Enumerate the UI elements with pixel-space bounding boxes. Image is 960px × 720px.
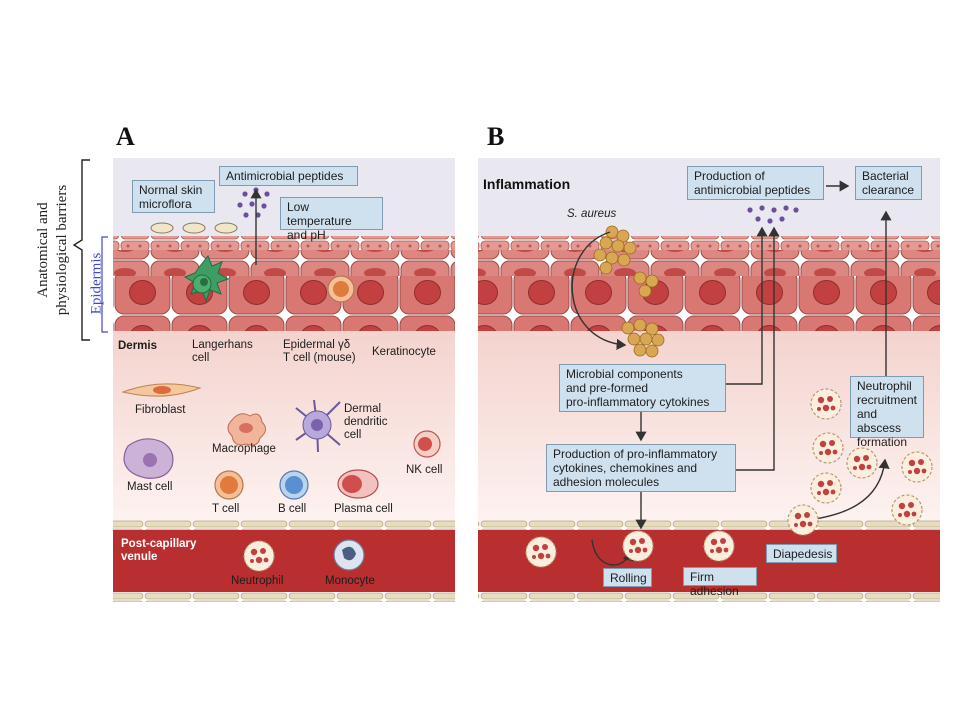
panel-a bbox=[113, 158, 455, 602]
inflammation-heading: Inflammation bbox=[483, 176, 571, 192]
fibroblast-icon bbox=[121, 383, 202, 397]
keratinocyte-label: Keratinocyte bbox=[372, 346, 436, 358]
panel-letter-a: A bbox=[116, 122, 135, 151]
cytokines-line-3: adhesion molecules bbox=[553, 475, 660, 489]
normal-flora-line-1: Normal skin bbox=[139, 183, 203, 197]
macrophage-icon bbox=[227, 413, 266, 446]
panel-letter-b: B bbox=[487, 122, 505, 151]
microflora-icon bbox=[150, 222, 238, 234]
firm-adhesion-box: Firm adhesion bbox=[683, 567, 757, 598]
dermal-dc-line-3: cell bbox=[344, 429, 362, 441]
microbial-line-1: Microbial components bbox=[566, 367, 683, 381]
neutrophil-recruitment-box: Neutrophil recruitment and abscess forma… bbox=[850, 376, 924, 449]
cytokines-line-2: cytokines, chemokines and bbox=[553, 461, 698, 475]
recruit-line-3: and abscess bbox=[857, 407, 902, 435]
t-cell-icon bbox=[214, 470, 244, 500]
venule-line-1: Post-capillary bbox=[121, 538, 197, 550]
pro-inflammatory-cytokines-box: Production of pro-inflammatory cytokines… bbox=[546, 444, 736, 492]
langerhans-line-1: Langerhans bbox=[192, 339, 253, 351]
antimicrobial-peptides-box: Antimicrobial peptides bbox=[219, 166, 358, 186]
nk-cell-icon bbox=[413, 430, 441, 458]
barriers-line-2: physiological barriers bbox=[54, 184, 70, 316]
s-aureus-label: S. aureus bbox=[567, 208, 617, 220]
langerhans-label: Langerhans cell bbox=[192, 339, 253, 365]
dermal-dc-line-2: dendritic bbox=[344, 416, 388, 428]
dermis-label: Dermis bbox=[118, 340, 157, 352]
epidermis-label: Epidermis bbox=[88, 252, 105, 315]
b-cell-icon bbox=[279, 470, 309, 500]
production-amp-box: Production of antimicrobial peptides bbox=[687, 166, 824, 200]
gamma-delta-label: Epidermal γδ T cell (mouse) bbox=[283, 339, 356, 365]
barriers-line-1: Anatomical and bbox=[35, 202, 51, 298]
production-amp-line-1: Production of bbox=[694, 169, 765, 183]
b-cell-label: B cell bbox=[278, 503, 307, 515]
venule-label: Post-capillary venule bbox=[121, 538, 196, 564]
monocyte-label: Monocyte bbox=[325, 575, 375, 587]
dermal-dendritic-cell-icon bbox=[295, 399, 341, 453]
fibroblast-label: Fibroblast bbox=[135, 404, 186, 416]
recruit-line-1: Neutrophil bbox=[857, 379, 912, 393]
dermal-dc-label: Dermal dendritic cell bbox=[344, 403, 387, 442]
plasma-cell-label: Plasma cell bbox=[334, 503, 393, 515]
barriers-bracket bbox=[72, 159, 90, 341]
langerhans-cell-icon bbox=[183, 255, 230, 303]
plasma-cell-icon bbox=[337, 469, 379, 499]
microbial-line-2: and pre-formed bbox=[566, 381, 649, 395]
rolling-box: Rolling bbox=[603, 568, 652, 587]
t-cell-label: T cell bbox=[212, 503, 240, 515]
cytokines-line-1: Production of pro-inflammatory bbox=[553, 447, 718, 461]
dermal-dc-line-1: Dermal bbox=[344, 403, 382, 415]
venule-line-2: venule bbox=[121, 551, 158, 563]
neutrophil-label: Neutrophil bbox=[231, 575, 284, 587]
diapedesis-box: Diapedesis bbox=[766, 544, 837, 563]
recruit-line-2: recruitment bbox=[857, 393, 918, 407]
microbial-components-box: Microbial components and pre-formed pro-… bbox=[559, 364, 726, 412]
production-amp-line-2: antimicrobial peptides bbox=[694, 183, 811, 197]
macrophage-label: Macrophage bbox=[212, 443, 276, 455]
gd-line-2: T cell (mouse) bbox=[283, 352, 356, 364]
gd-line-1: Epidermal γδ bbox=[283, 339, 351, 351]
low-temperature-box: Low temperature and pH bbox=[280, 197, 383, 242]
nk-cell-label: NK cell bbox=[406, 464, 443, 476]
barriers-side-label: Anatomical and physiological barriers bbox=[34, 150, 72, 350]
microbial-line-3: pro-inflammatory cytokines bbox=[566, 395, 710, 409]
recruit-line-4: formation bbox=[857, 435, 908, 449]
neutrophil-icon bbox=[243, 540, 275, 572]
mast-cell-label: Mast cell bbox=[127, 481, 173, 493]
amp-dots-b bbox=[747, 205, 799, 224]
normal-flora-line-2: microflora bbox=[139, 197, 192, 211]
normal-skin-microflora-box: Normal skin microflora bbox=[132, 180, 215, 213]
langerhans-line-2: cell bbox=[192, 352, 210, 364]
epidermis-bracket bbox=[101, 236, 108, 333]
bacterial-line-1: Bacterial bbox=[862, 169, 909, 183]
bacterial-clearance-box: Bacterial clearance bbox=[855, 166, 922, 200]
monocyte-icon bbox=[333, 539, 365, 571]
low-temp-line-2: and pH bbox=[287, 228, 326, 242]
low-temp-line-1: Low temperature bbox=[287, 200, 352, 228]
gamma-delta-t-cell-icon bbox=[327, 275, 355, 303]
bacterial-line-2: clearance bbox=[862, 183, 915, 197]
mast-cell-icon bbox=[123, 438, 174, 479]
